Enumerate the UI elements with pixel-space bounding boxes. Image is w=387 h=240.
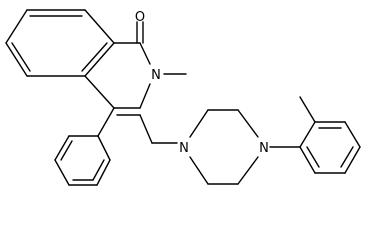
- phenyl-ring: [54, 107, 115, 186]
- atom-n-piperazine-left: N: [179, 141, 189, 156]
- piperazine-ring: [189, 109, 259, 185]
- atom-oxygen: O: [135, 10, 145, 25]
- aryl-methyl-bond: [299, 96, 316, 123]
- atom-n-lactam: N: [151, 68, 161, 83]
- carbonyl-bond: [136, 21, 144, 44]
- molecule-diagram: O N N N: [5, 9, 361, 186]
- methylene-linker: [139, 114, 178, 144]
- tolyl-ring: [269, 121, 361, 174]
- benzo-ring: [5, 9, 115, 77]
- lactam-ring: [84, 42, 151, 116]
- atom-n-piperazine-right: N: [259, 141, 269, 156]
- structure-canvas: O N N N: [5, 9, 361, 186]
